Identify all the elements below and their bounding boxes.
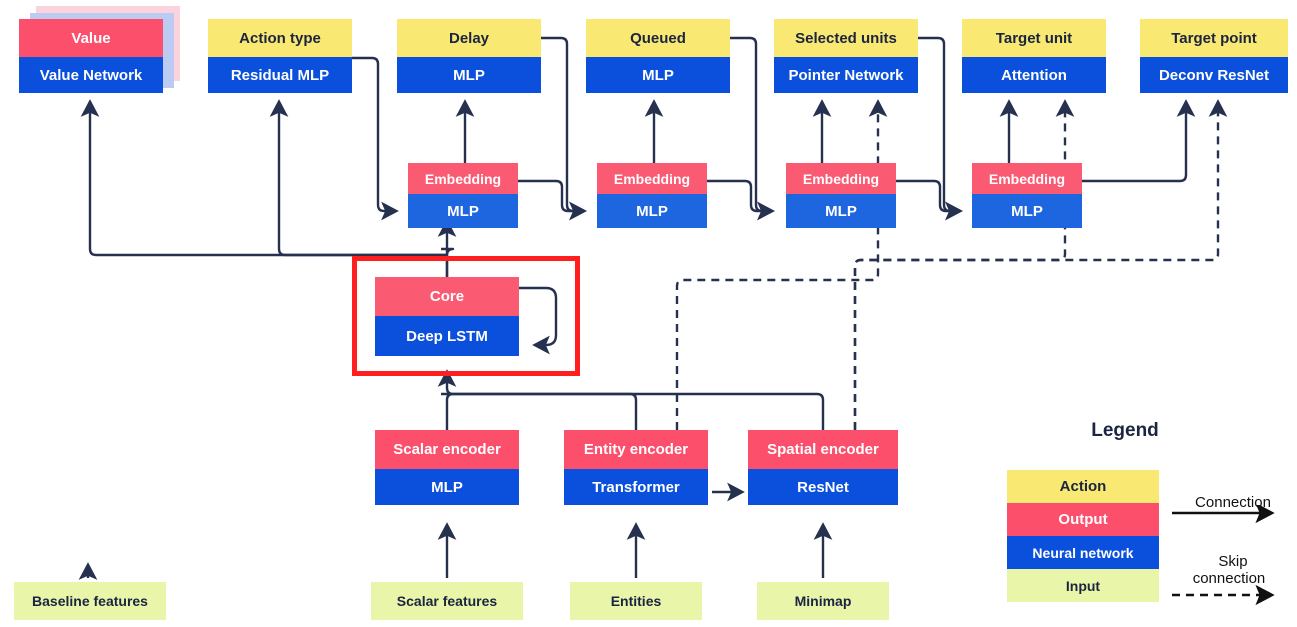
- head-action-type-network-label: Residual MLP: [208, 57, 352, 93]
- head-queued[interactable]: Queued MLP: [586, 19, 730, 93]
- legend-skip-label-line1: Skip: [1218, 553, 1248, 570]
- embedding-queued-output-label: Embedding: [786, 163, 896, 194]
- legend-title: Legend: [1091, 420, 1159, 441]
- head-selected-units-network-label: Pointer Network: [774, 57, 918, 93]
- encoder-scalar-output-label: Scalar encoder: [375, 430, 519, 469]
- embedding-selected-units-output-label: Embedding: [972, 163, 1082, 194]
- core-highlight-box: [352, 256, 580, 376]
- legend-connection-label: Connection: [1195, 494, 1271, 511]
- embedding-queued[interactable]: Embedding MLP: [786, 163, 896, 228]
- legend-swatch-input: Input: [1007, 569, 1159, 602]
- embedding-selected-units[interactable]: Embedding MLP: [972, 163, 1082, 228]
- head-action-type-action-label: Action type: [208, 19, 352, 57]
- head-delay-action-label: Delay: [397, 19, 541, 57]
- input-minimap[interactable]: Minimap: [757, 582, 889, 620]
- head-queued-network-label: MLP: [586, 57, 730, 93]
- input-scalar-features[interactable]: Scalar features: [371, 582, 523, 620]
- head-target-point-network-label: Deconv ResNet: [1140, 57, 1288, 93]
- embedding-action-type-output-label: Embedding: [408, 163, 518, 194]
- embedding-queued-network-label: MLP: [786, 194, 896, 228]
- head-delay[interactable]: Delay MLP: [397, 19, 541, 93]
- embedding-selected-units-network-label: MLP: [972, 194, 1082, 228]
- head-value-network-label: Value Network: [19, 57, 163, 93]
- head-target-unit-network-label: Attention: [962, 57, 1106, 93]
- legend-arrows: [1172, 505, 1275, 605]
- head-value[interactable]: Value Value Network: [19, 19, 163, 93]
- legend-swatch-stack: Action Output Neural network Input: [1007, 470, 1159, 602]
- legend-skip-label-line2: connection: [1192, 570, 1266, 587]
- head-value-action-label: Value: [19, 19, 163, 57]
- core-module[interactable]: Core Deep LSTM: [375, 277, 519, 356]
- legend-swatch-action: Action: [1007, 470, 1159, 503]
- embedding-delay[interactable]: Embedding MLP: [597, 163, 707, 228]
- core-network-label: Deep LSTM: [375, 316, 519, 356]
- encoder-scalar-network-label: MLP: [375, 469, 519, 505]
- embedding-action-type[interactable]: Embedding MLP: [408, 163, 518, 228]
- encoder-entity[interactable]: Entity encoder Transformer: [564, 430, 708, 505]
- legend-swatch-output: Output: [1007, 503, 1159, 536]
- encoder-entity-output-label: Entity encoder: [564, 430, 708, 469]
- head-action-type[interactable]: Action type Residual MLP: [208, 19, 352, 93]
- encoder-scalar[interactable]: Scalar encoder MLP: [375, 430, 519, 505]
- embedding-delay-output-label: Embedding: [597, 163, 707, 194]
- embedding-delay-network-label: MLP: [597, 194, 707, 228]
- head-target-unit[interactable]: Target unit Attention: [962, 19, 1106, 93]
- embedding-action-type-network-label: MLP: [408, 194, 518, 228]
- head-target-unit-action-label: Target unit: [962, 19, 1106, 57]
- head-queued-action-label: Queued: [586, 19, 730, 57]
- head-delay-network-label: MLP: [397, 57, 541, 93]
- encoder-entity-network-label: Transformer: [564, 469, 708, 505]
- encoder-spatial[interactable]: Spatial encoder ResNet: [748, 430, 898, 505]
- input-baseline-features[interactable]: Baseline features: [14, 582, 166, 620]
- encoder-spatial-network-label: ResNet: [748, 469, 898, 505]
- input-entities[interactable]: Entities: [570, 582, 702, 620]
- head-selected-units-action-label: Selected units: [774, 19, 918, 57]
- core-output-label: Core: [375, 277, 519, 316]
- legend-swatch-neural-network: Neural network: [1007, 536, 1159, 569]
- encoder-spatial-output-label: Spatial encoder: [748, 430, 898, 469]
- head-selected-units[interactable]: Selected units Pointer Network: [774, 19, 918, 93]
- head-target-point[interactable]: Target point Deconv ResNet: [1140, 19, 1288, 93]
- head-target-point-action-label: Target point: [1140, 19, 1288, 57]
